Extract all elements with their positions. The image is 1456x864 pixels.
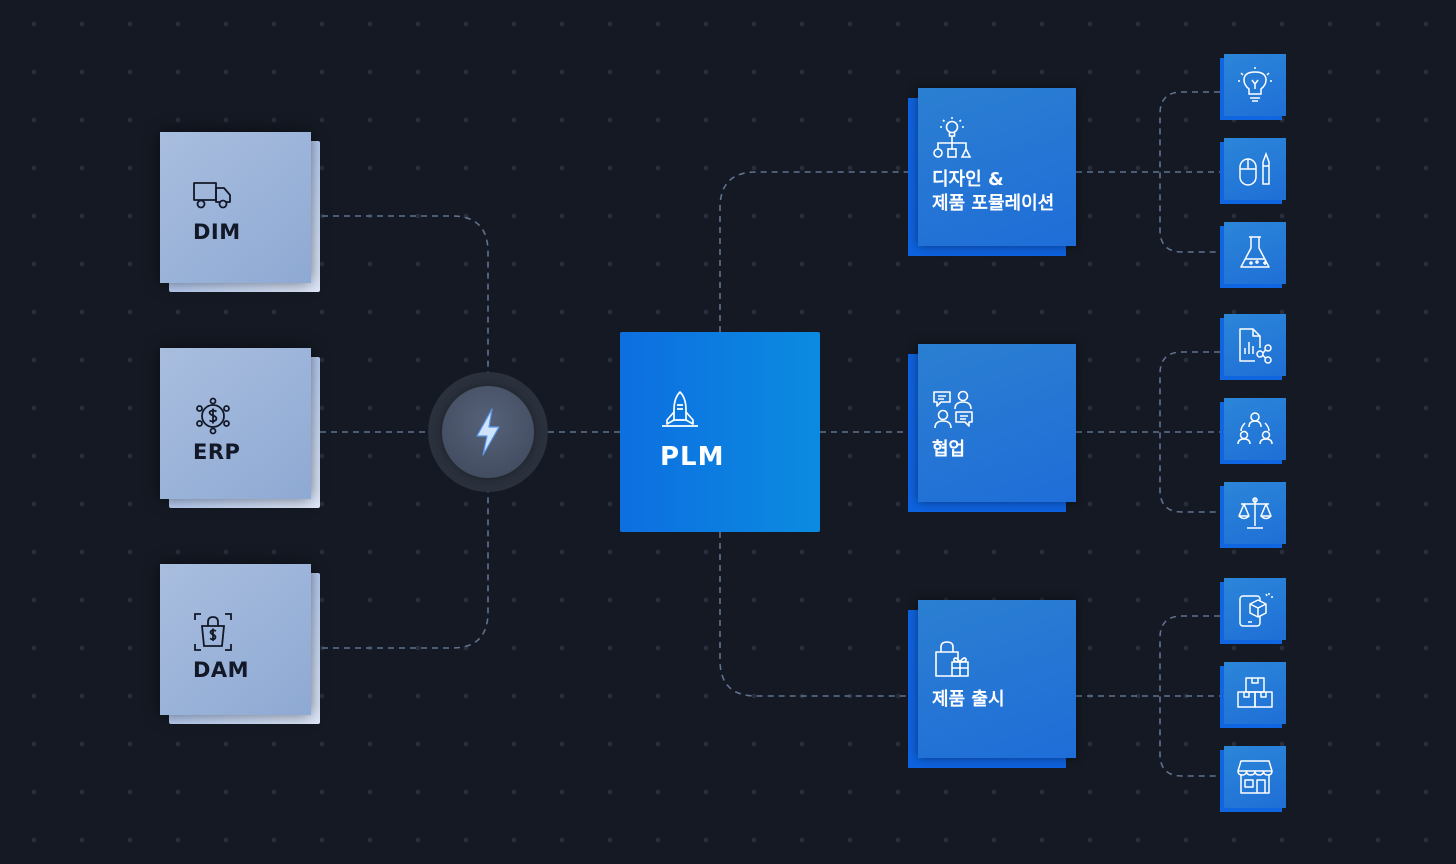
source-label-dim: DIM <box>193 220 241 244</box>
tile-mobile-box <box>1220 578 1286 644</box>
storefront-icon <box>1237 760 1273 794</box>
people-chat-icon <box>933 390 973 429</box>
connector-plm-launch <box>719 532 908 697</box>
connector-plm-design <box>719 171 908 332</box>
branch-card-launch: 제품 출시 <box>908 600 1076 768</box>
tile-storefront <box>1220 746 1286 812</box>
branch-label-collab: 협업 <box>932 439 966 460</box>
connector-dim <box>322 215 489 372</box>
source-card-dim: DIM <box>160 132 320 292</box>
ideation-icon <box>933 117 972 158</box>
tile-report-share <box>1220 314 1286 380</box>
mouse-pen-icon <box>1239 151 1270 186</box>
report-share-icon <box>1239 328 1272 364</box>
plm-card: PLM <box>620 332 820 532</box>
lightbulb-icon <box>1238 67 1272 102</box>
source-card-erp: ERP <box>160 348 320 508</box>
balance-scale-icon <box>1238 497 1272 529</box>
source-label-dam: DAM <box>193 658 250 682</box>
tile-team-circle <box>1220 398 1286 464</box>
tile-stacked-boxes <box>1220 662 1286 728</box>
bag-gift-icon <box>935 641 969 677</box>
branch-card-collab: 협업 <box>908 344 1076 512</box>
shopping-bag-dollar-icon <box>194 613 232 651</box>
tile-balance-scale <box>1220 482 1286 548</box>
connector-dam <box>322 492 489 649</box>
team-circle-icon <box>1237 412 1273 445</box>
tile-lightbulb <box>1220 54 1286 120</box>
branch-label-launch: 제품 출시 <box>932 689 1005 710</box>
branch-label-design-line2: 제품 포뮬레이션 <box>932 193 1055 214</box>
truck-icon <box>193 182 231 209</box>
branch-label-design-line1: 디자인 & <box>932 169 1004 190</box>
integration-hub <box>442 386 534 478</box>
source-card-dam: DAM <box>160 564 320 724</box>
stacked-boxes-icon <box>1237 677 1273 708</box>
branch-card-design: 디자인 & 제품 포뮬레이션 <box>908 88 1076 256</box>
rocket-icon <box>662 391 698 427</box>
plm-label: PLM <box>660 442 725 472</box>
mobile-box-icon <box>1239 593 1273 627</box>
lightning-bolt-icon <box>476 408 500 456</box>
flask-icon <box>1240 236 1270 268</box>
tile-mouse-pen <box>1220 138 1286 204</box>
tile-flask <box>1220 222 1286 288</box>
dollar-network-icon <box>196 397 230 435</box>
source-label-erp: ERP <box>193 440 241 464</box>
